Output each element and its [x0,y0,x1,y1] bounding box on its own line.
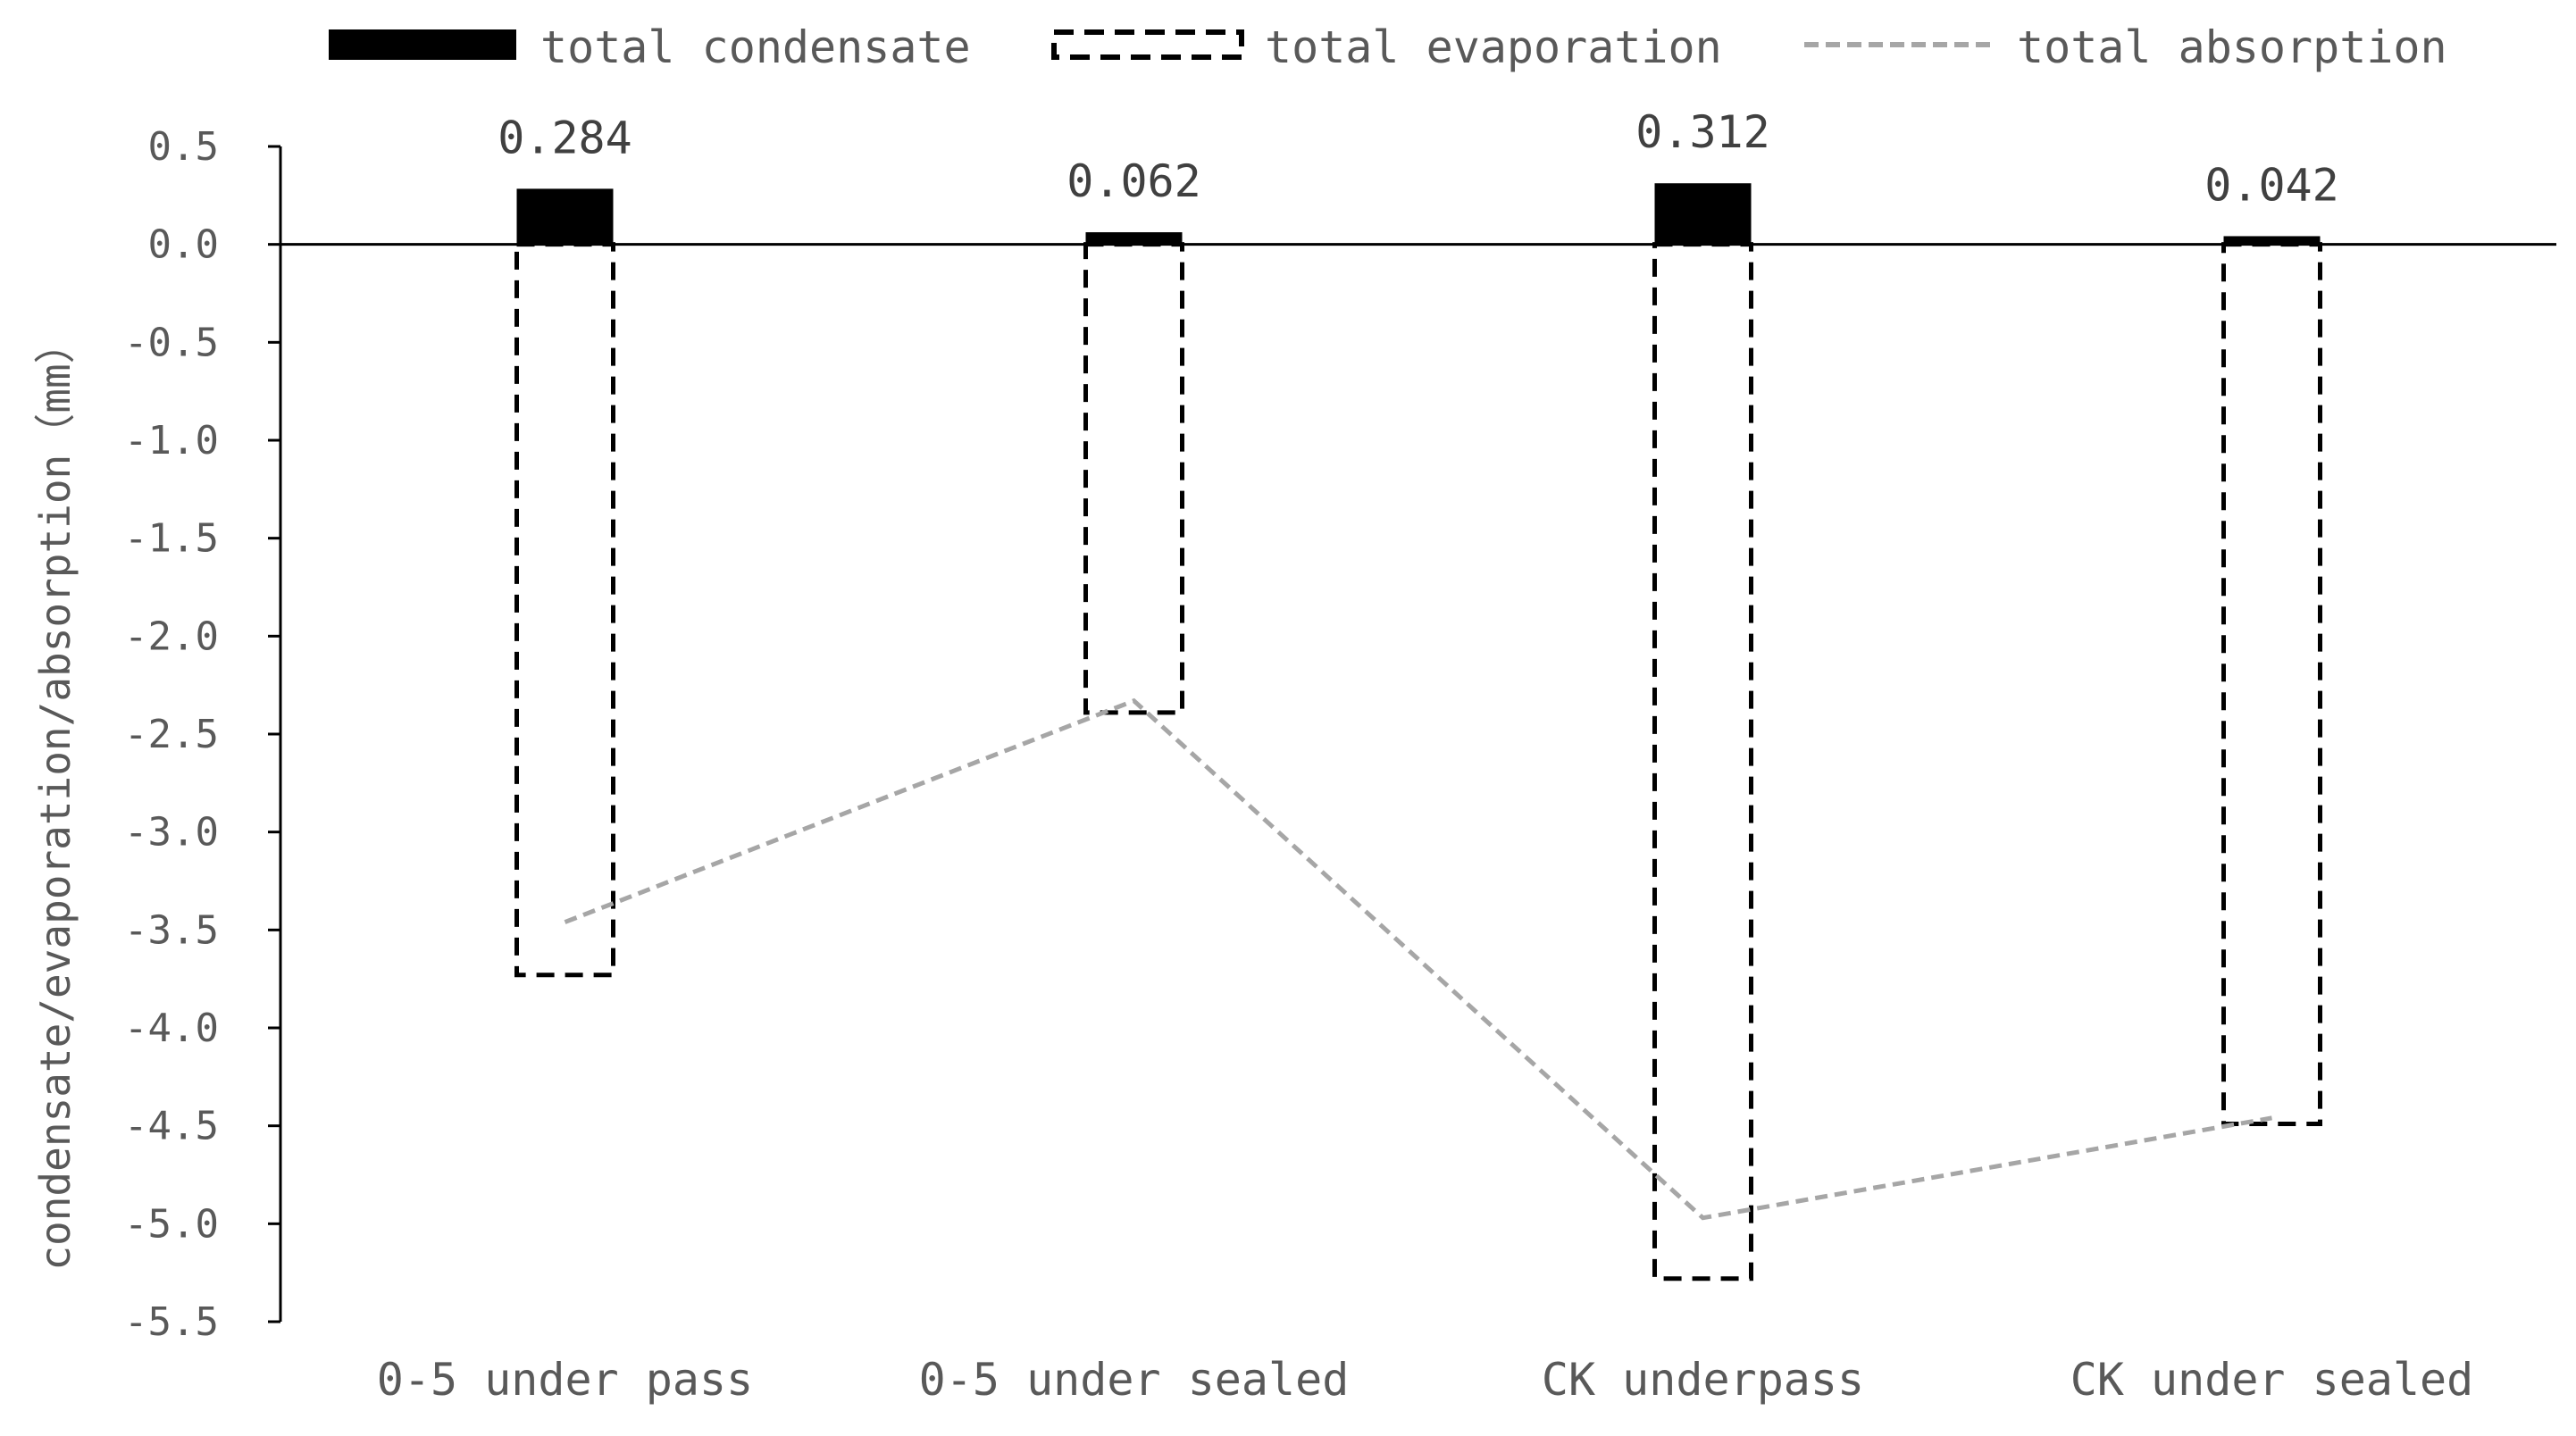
y-tick-label: -4.5 [124,1104,219,1149]
condensate-data-label: 0.284 [498,112,632,163]
line-layer [565,701,2271,1218]
y-tick-label: -5.5 [124,1299,219,1345]
y-tick-label: -4.0 [124,1006,219,1051]
y-tick-label: -3.0 [124,810,219,856]
legend: total condensate total evaporation total… [329,21,2447,73]
absorption-line [565,701,2272,1218]
evaporation-bar [1086,245,1183,713]
y-tick-label: -2.0 [124,614,219,659]
x-category-label: CK underpass [1542,1354,1864,1406]
y-tick-label: -3.5 [124,907,219,953]
y-tick-label: -2.5 [124,712,219,757]
x-category-label: 0-5 under sealed [919,1354,1350,1406]
labels: 0.284 0.062 0.312 0.042 [498,106,2339,211]
legend-label-absorption: total absorption [2017,21,2447,73]
condensate-bar [1655,183,1752,244]
y-axis-label: condensate/evaporation/absorption（mm） [31,322,79,1270]
evaporation-bar [2224,245,2321,1124]
evaporation-bar [1655,245,1752,1279]
legend-label-evaporation: total evaporation [1265,21,1722,73]
condensate-bar [2224,236,2321,244]
condensate-data-label: 0.062 [1066,155,1201,207]
y-tick-label: -0.5 [124,320,219,365]
axes: 0.5 0.0 -0.5 -1.0 -1.5 -2.0 -2.5 -3.0 -3.5 -4.0 -4… [124,124,2556,1406]
bars [517,183,2321,1279]
legend-swatch-evaporation [1054,32,1242,57]
legend-swatch-condensate [329,29,516,60]
y-tick-label: -1.5 [124,516,219,562]
y-tick-label: -1.0 [124,418,219,463]
y-tick-label: 0.5 [148,124,219,170]
condensate-data-label: 0.042 [2204,159,2339,211]
x-category-label: 0-5 under pass [377,1354,753,1406]
condensate-data-label: 0.312 [1635,106,1770,158]
condensate-bar [1086,232,1183,245]
condensate-bar [517,188,614,244]
y-tick-label: -5.0 [124,1201,219,1247]
evaporation-bar [517,245,614,975]
x-category-label: CK under sealed [2070,1354,2474,1406]
legend-label-condensate: total condensate [540,21,971,73]
y-tick-label: 0.0 [148,222,219,268]
